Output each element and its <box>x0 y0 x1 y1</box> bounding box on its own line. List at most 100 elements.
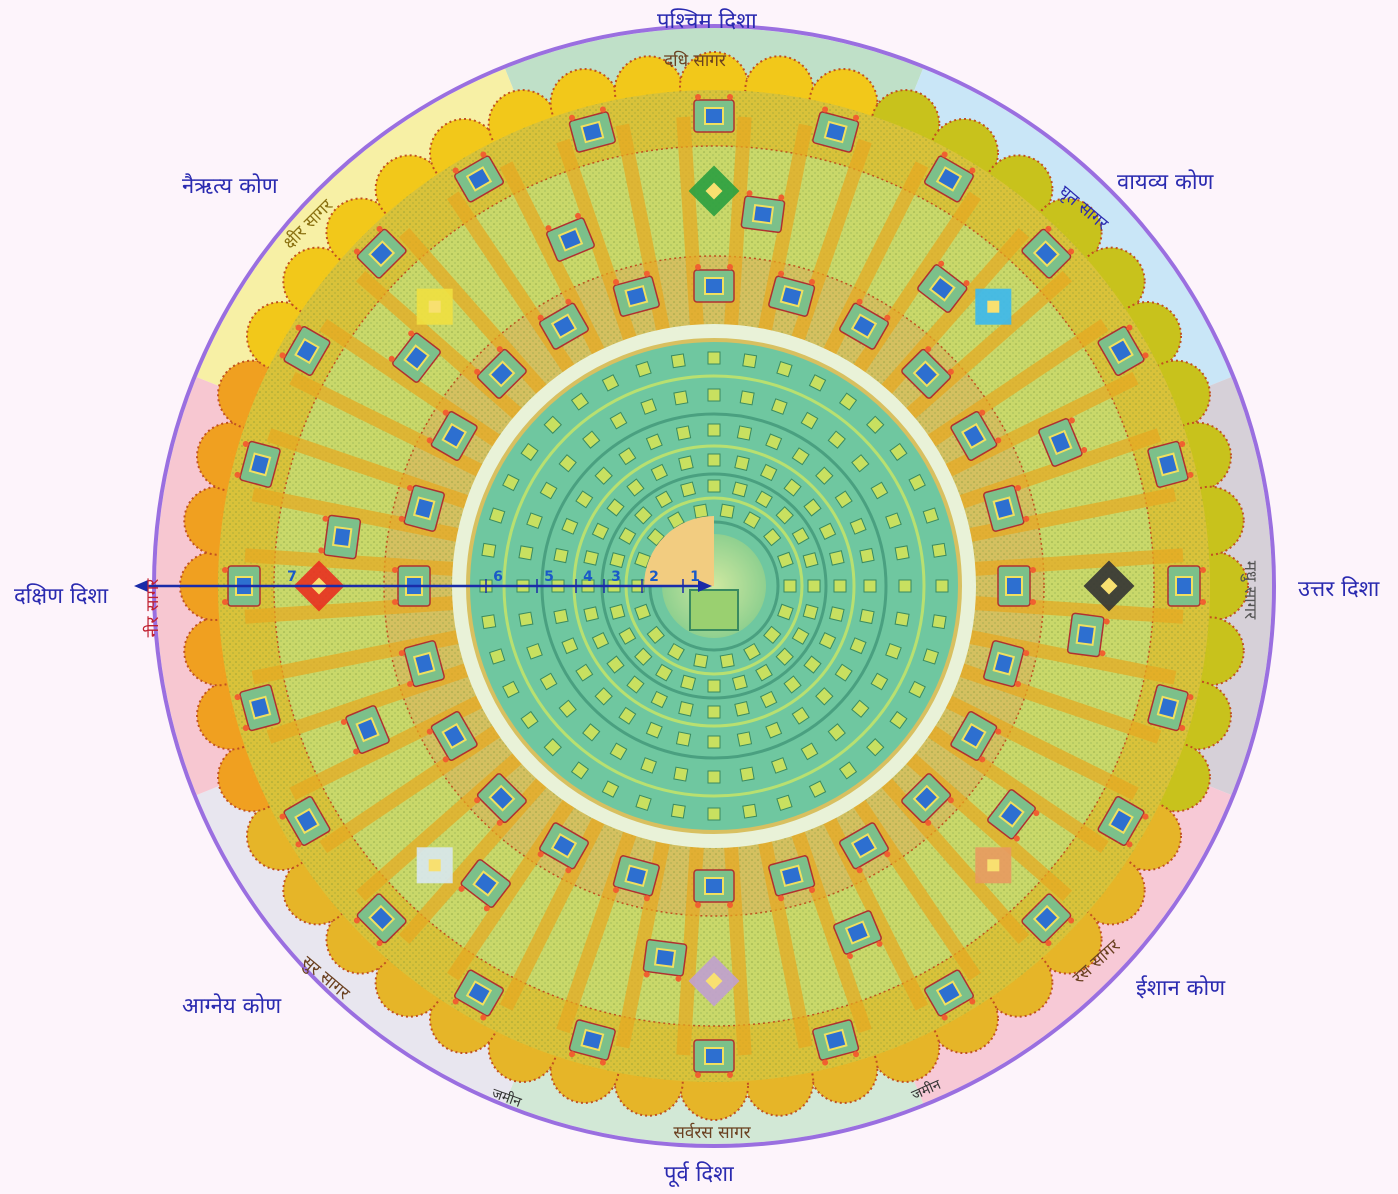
central-cell <box>791 627 810 645</box>
measurement-axis <box>134 580 712 592</box>
central-cell <box>922 648 940 665</box>
central-cell <box>582 430 601 449</box>
central-cell <box>894 545 910 561</box>
central-cell <box>558 454 577 473</box>
temple-marker <box>388 330 441 383</box>
central-cell <box>594 466 613 485</box>
temple-marker <box>234 440 281 488</box>
temple-marker <box>983 484 1030 532</box>
central-cell <box>601 780 620 798</box>
central-cell <box>526 642 543 660</box>
central-cell <box>502 473 520 492</box>
central-cell <box>606 498 625 517</box>
central-cell <box>488 507 506 524</box>
central-cell <box>863 579 877 593</box>
central-cell <box>635 794 652 812</box>
corner-agneya-label: आग्नेय कोण <box>182 994 282 1019</box>
central-cell <box>518 611 534 627</box>
central-cell <box>776 360 793 378</box>
temple-marker <box>901 773 954 826</box>
direction-south-label: दक्षिण दिशा <box>14 584 109 609</box>
central-cell <box>570 392 590 411</box>
central-cell <box>693 653 709 669</box>
temple-marker <box>568 106 616 153</box>
central-cell <box>558 699 577 718</box>
temple-marker <box>1147 440 1194 488</box>
temple-marker <box>642 938 688 982</box>
ring-number: 6 <box>493 569 503 585</box>
temple-marker <box>693 1039 735 1078</box>
temple-marker <box>950 409 1002 461</box>
temple-marker <box>812 106 860 153</box>
central-cell <box>539 481 558 500</box>
temple-marker <box>398 640 445 688</box>
central-cell <box>777 603 794 621</box>
central-cell <box>719 653 735 669</box>
temple-marker <box>693 94 735 133</box>
corner-ishan-label: ईशान कोण <box>1136 976 1226 1001</box>
central-cell <box>803 655 822 674</box>
ring-number: 5 <box>544 569 554 585</box>
center-quadrant <box>644 516 714 586</box>
central-cell <box>539 672 558 691</box>
central-cell <box>707 351 721 365</box>
central-cell <box>894 611 910 627</box>
central-cell <box>838 392 858 411</box>
central-cell <box>755 663 773 682</box>
central-cell <box>678 701 694 717</box>
central-cell <box>736 425 753 441</box>
central-cell <box>634 506 653 525</box>
central-cell <box>743 642 761 661</box>
central-cell <box>601 374 620 392</box>
central-cell <box>908 473 926 492</box>
central-cell <box>834 490 853 509</box>
temple-marker <box>997 565 1036 607</box>
central-cell <box>866 415 885 434</box>
central-cell <box>670 803 686 819</box>
central-cell <box>618 447 637 466</box>
central-cell <box>667 642 685 661</box>
central-cell <box>675 731 692 747</box>
central-cell <box>561 517 579 535</box>
central-cell <box>707 423 721 437</box>
central-cell <box>776 794 793 812</box>
central-cell <box>575 663 594 682</box>
central-cell <box>646 625 665 645</box>
temple-marker <box>537 298 589 350</box>
central-cell <box>655 663 673 682</box>
central-cell <box>777 551 794 569</box>
temple-marker <box>426 711 478 763</box>
temple-marker <box>452 151 504 203</box>
central-cell <box>591 522 610 541</box>
central-cell <box>634 603 651 621</box>
central-cell <box>675 425 692 441</box>
ocean-label-madhu: मधु सागर <box>1240 561 1260 620</box>
zone-plaque <box>416 847 453 884</box>
ocean-label-sarvaras: सर्वरस सागर <box>673 1122 751 1143</box>
central-cell <box>707 770 721 784</box>
zone-plaque <box>975 847 1012 884</box>
central-cell <box>775 506 794 525</box>
central-cell <box>583 606 599 622</box>
central-cell <box>673 390 689 406</box>
central-cell <box>838 761 858 780</box>
central-cell <box>502 680 520 699</box>
central-cell <box>606 655 625 674</box>
central-cell <box>734 455 750 471</box>
temple-marker <box>1066 612 1110 658</box>
central-cell <box>885 512 902 530</box>
temple-marker <box>768 270 816 317</box>
zone-plaque <box>416 288 453 325</box>
central-cell <box>583 550 599 566</box>
temple-marker <box>839 822 891 874</box>
central-cell <box>719 503 735 519</box>
temple-markers <box>222 94 1206 1078</box>
central-cell <box>803 498 822 517</box>
zone-plaque <box>688 165 740 217</box>
central-cell <box>818 631 837 650</box>
central-cell <box>763 625 782 645</box>
central-cell <box>802 552 819 569</box>
ring-number: 1 <box>690 569 700 585</box>
